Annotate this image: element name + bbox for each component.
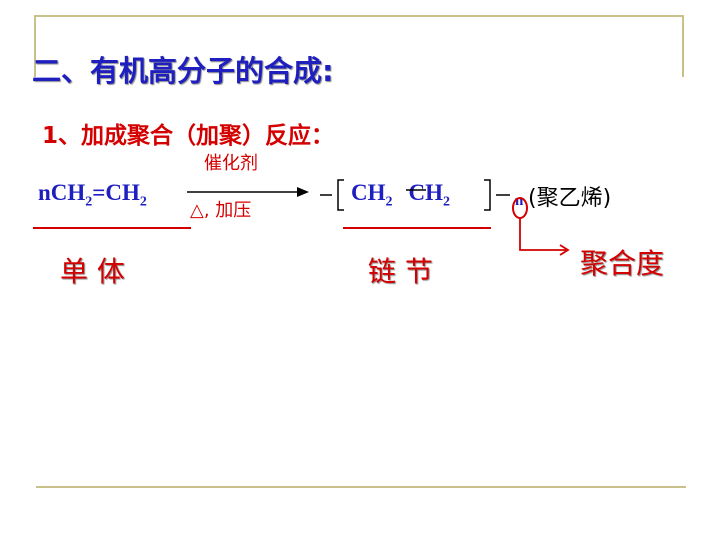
chain-unit-bracket-right	[484, 179, 510, 211]
unit-subscript-b: 2	[443, 194, 450, 210]
monomer-subscript-2: 2	[139, 194, 147, 210]
monomer-mid: =CH	[92, 180, 140, 205]
unit-subscript-a: 2	[385, 194, 393, 210]
monomer-label: 单 体	[60, 255, 125, 288]
degree-label: 聚合度	[580, 247, 665, 280]
degree-n-text: n	[515, 193, 524, 209]
slide-title: 二、有机高分子的合成:	[32, 54, 334, 88]
unit-ch-b: CH	[408, 180, 444, 205]
monomer-subscript-1: 2	[85, 194, 93, 210]
reaction-arrow	[187, 187, 309, 197]
chain-unit-bond	[406, 189, 426, 191]
monomer-formula: nCH2=CH2	[38, 180, 147, 211]
unit-ch-a: CH	[351, 180, 386, 205]
condition-label: △, 加压	[190, 200, 252, 221]
monomer-prefix: nCH	[38, 180, 86, 205]
monomer-underline	[33, 227, 191, 229]
degree-pointer	[512, 197, 570, 256]
frame-left-line	[34, 15, 36, 77]
chain-unit-underline	[343, 227, 491, 229]
frame-bottom-line	[36, 486, 686, 488]
slide-subtitle: 1、加成聚合（加聚）反应：	[42, 123, 335, 149]
catalyst-label: 催化剂	[204, 153, 258, 174]
frame-right-line	[682, 15, 684, 77]
polymer-name: (聚乙烯)	[528, 186, 612, 211]
chain-unit-label: 链 节	[368, 255, 433, 288]
frame-top-line	[34, 15, 684, 17]
chain-unit-bracket-left	[320, 179, 344, 211]
